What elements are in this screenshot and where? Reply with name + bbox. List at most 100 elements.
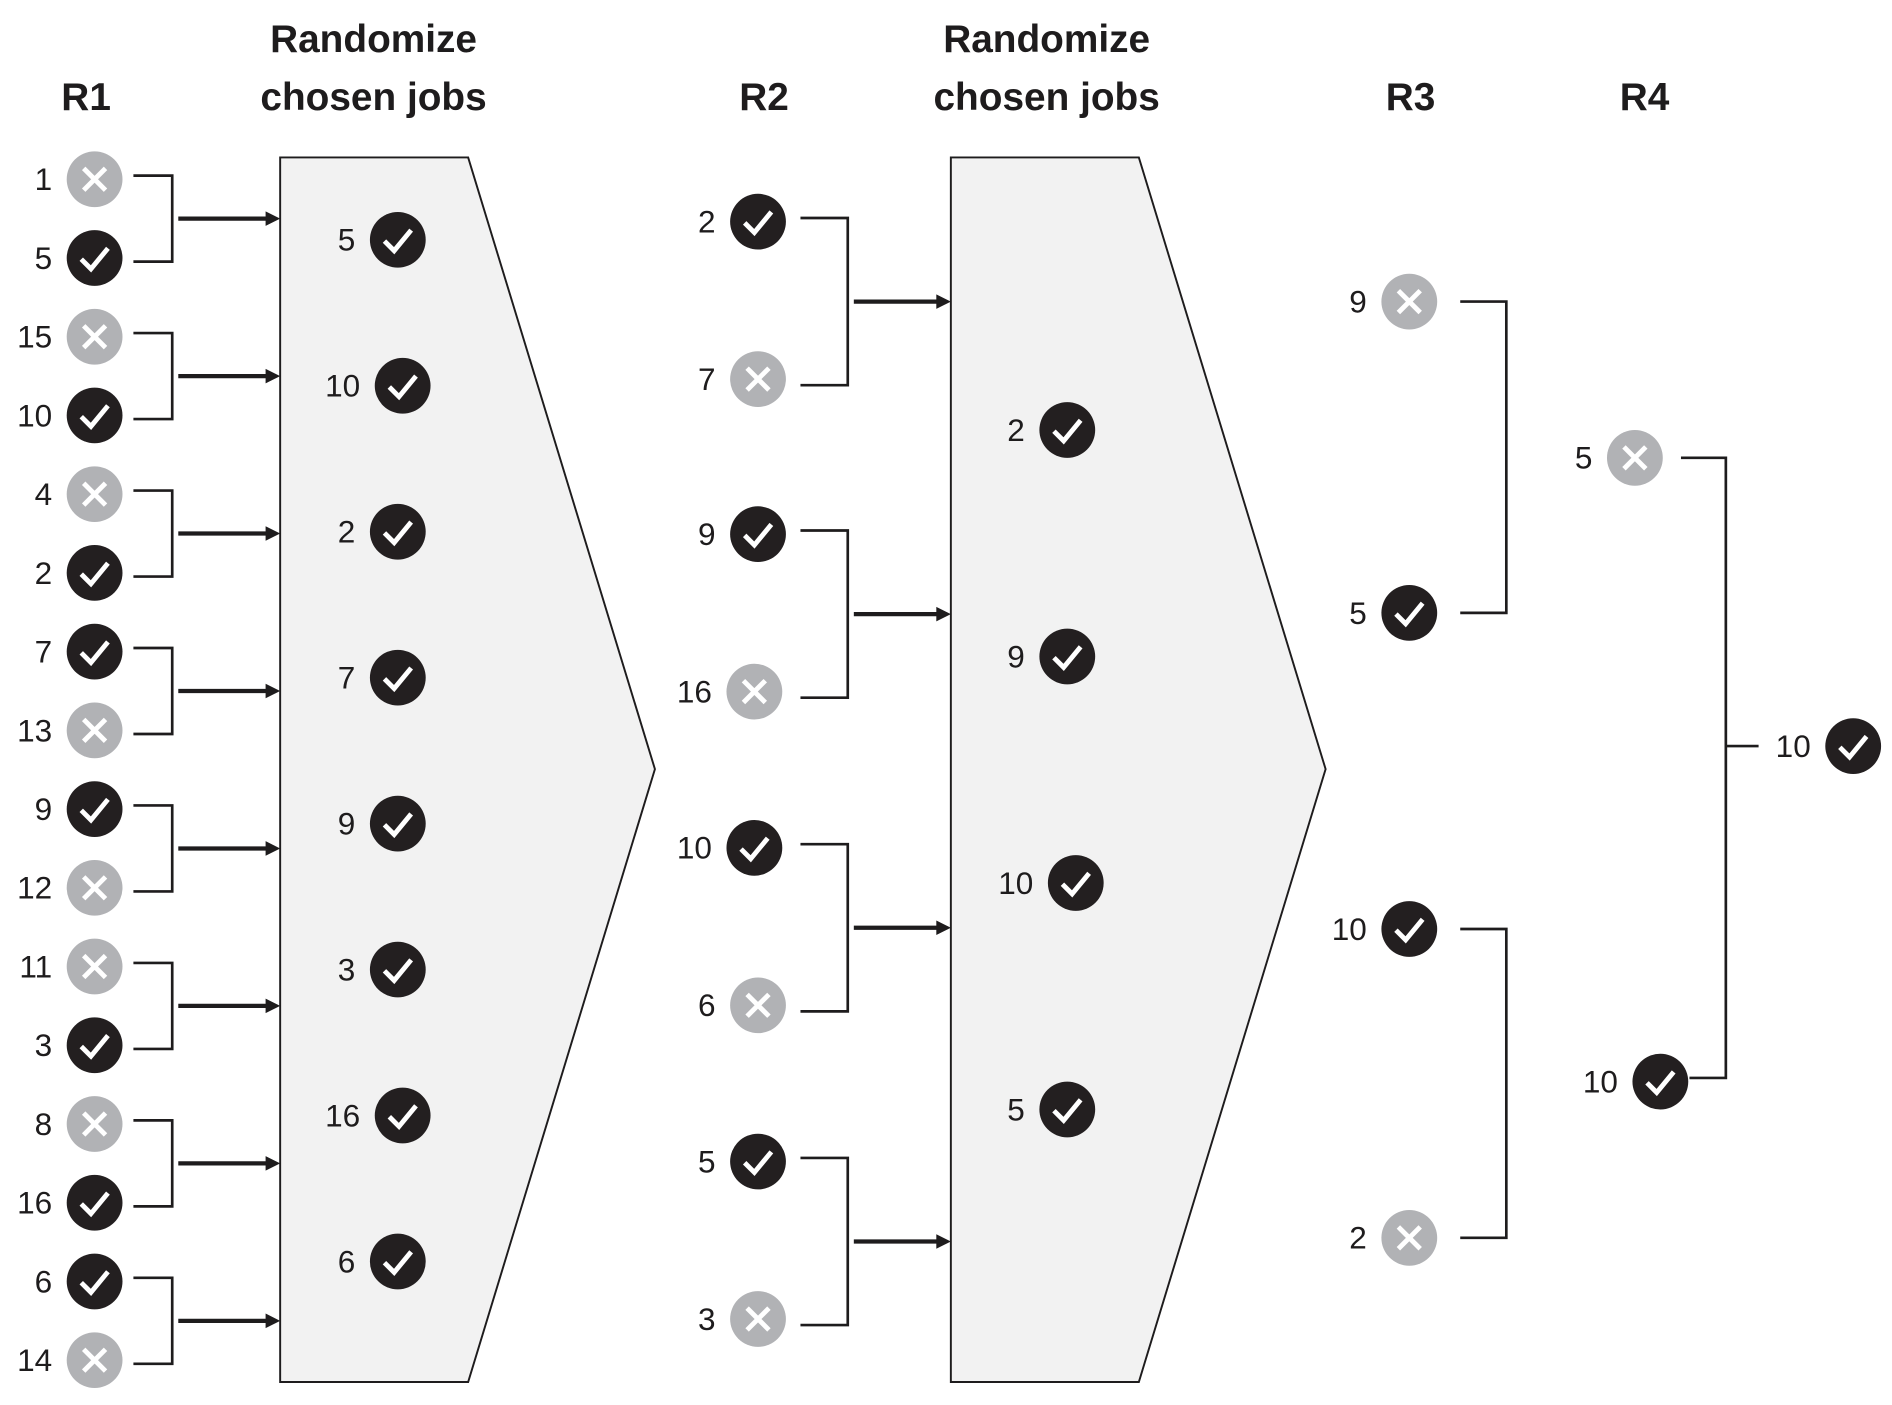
job-node: 9	[338, 795, 426, 852]
checkmark-icon	[382, 1250, 414, 1276]
bracket-line	[133, 804, 174, 893]
winner-badge	[730, 1133, 786, 1190]
job-node: 10	[1583, 1053, 1689, 1110]
x-mark-icon	[81, 875, 108, 901]
job-number: 5	[1349, 595, 1367, 631]
winner-badge	[66, 545, 123, 601]
job-node: 10	[325, 357, 431, 414]
checkmark-icon	[79, 1191, 110, 1218]
job-number: 7	[35, 634, 53, 670]
job-node: 5	[1575, 429, 1663, 486]
bracket-connector	[1460, 300, 1508, 615]
checkmark-icon	[742, 210, 774, 237]
bracket-connector	[133, 174, 281, 263]
bracket-connector	[133, 804, 281, 893]
x-mark-icon	[1622, 445, 1648, 471]
x-mark-icon	[745, 1306, 771, 1332]
winner-badge	[66, 387, 123, 444]
winner-badge	[66, 230, 123, 286]
checkmark-icon	[79, 561, 110, 588]
job-node: 10	[677, 819, 783, 876]
job-number: 10	[677, 830, 712, 866]
x-mark-icon	[81, 1347, 108, 1373]
bracket-connector	[133, 646, 281, 736]
job-number: 1	[35, 161, 53, 197]
job-node: 16	[325, 1087, 431, 1144]
bracket-line	[133, 1276, 174, 1366]
bracket-line	[133, 331, 174, 421]
arrowhead-icon	[265, 368, 281, 384]
winner-badge	[369, 1233, 426, 1290]
bracket-connector	[800, 1156, 951, 1327]
winner-badge	[1632, 1053, 1689, 1110]
job-number: 5	[1007, 1091, 1025, 1127]
x-mark-icon	[81, 953, 108, 980]
winner-badge	[1381, 901, 1438, 957]
job-node: 2	[1349, 1209, 1438, 1266]
arrowhead-icon	[265, 1156, 281, 1171]
checkmark-icon	[382, 812, 414, 839]
bracket-line	[133, 489, 174, 578]
job-number: 6	[338, 1243, 356, 1279]
job-number: 16	[17, 1185, 52, 1221]
x-mark-icon	[81, 481, 108, 507]
job-number: 9	[1007, 638, 1025, 674]
checkmark-icon	[79, 404, 110, 430]
job-node: 14	[17, 1332, 123, 1389]
bracket-connector	[133, 1119, 281, 1208]
arrowhead-icon	[265, 211, 281, 226]
final-bracket-connector	[1680, 456, 1759, 1080]
job-node: 7	[698, 351, 786, 407]
job-node: 11	[19, 938, 123, 995]
randomize-funnel-2	[949, 156, 1327, 1383]
job-number: 10	[17, 397, 52, 433]
job-node: 5	[1349, 585, 1438, 641]
job-number: 7	[338, 660, 356, 696]
job-node: 13	[17, 702, 123, 759]
checkmark-icon	[382, 666, 414, 693]
bracket-line	[133, 1119, 174, 1208]
bracket-line	[1460, 927, 1508, 1240]
winner-badge	[66, 1017, 123, 1074]
job-node: 4	[35, 466, 123, 523]
checkmark-icon	[387, 1104, 418, 1131]
job-number: 3	[35, 1027, 53, 1063]
checkmark-icon	[387, 374, 418, 401]
job-number: 10	[1776, 728, 1811, 764]
winner-badge	[730, 193, 786, 250]
header-randomize1-line2: chosen jobs	[260, 76, 486, 119]
x-mark-icon	[745, 992, 771, 1018]
header-randomize2-line1: Randomize	[943, 18, 1150, 61]
job-node: 2	[338, 503, 426, 560]
job-node: 2	[698, 193, 786, 250]
bracket-line	[800, 216, 850, 387]
job-node: 3	[338, 941, 426, 998]
job-node: 2	[1007, 402, 1096, 458]
checkmark-icon	[382, 520, 414, 547]
column-headers: R1 Randomize chosen jobs R2 Randomize ch…	[61, 18, 1670, 119]
winner-badge	[374, 1087, 431, 1144]
winner-badge	[1825, 718, 1882, 774]
job-number: 10	[325, 368, 360, 404]
job-number: 5	[698, 1143, 716, 1179]
job-number: 15	[17, 319, 52, 355]
winner-badge	[726, 819, 783, 876]
x-mark-icon	[81, 1111, 108, 1137]
winner-badge	[369, 795, 426, 852]
job-node: 16	[17, 1174, 123, 1231]
winner-badge	[369, 211, 426, 268]
header-r1: R1	[61, 76, 111, 119]
x-mark-icon	[741, 678, 768, 705]
job-node: 15	[17, 308, 123, 365]
job-node: 9	[1349, 273, 1438, 330]
job-number: 5	[1575, 440, 1593, 476]
x-mark-icon	[81, 166, 108, 192]
header-r2: R2	[739, 76, 789, 119]
job-number: 2	[1007, 412, 1025, 448]
job-node: 5	[698, 1133, 786, 1190]
checkmark-icon	[1052, 418, 1083, 445]
job-number: 16	[677, 674, 712, 710]
job-node: 5	[35, 230, 123, 286]
winner-badge	[369, 649, 426, 706]
checkmark-icon	[1394, 917, 1425, 944]
